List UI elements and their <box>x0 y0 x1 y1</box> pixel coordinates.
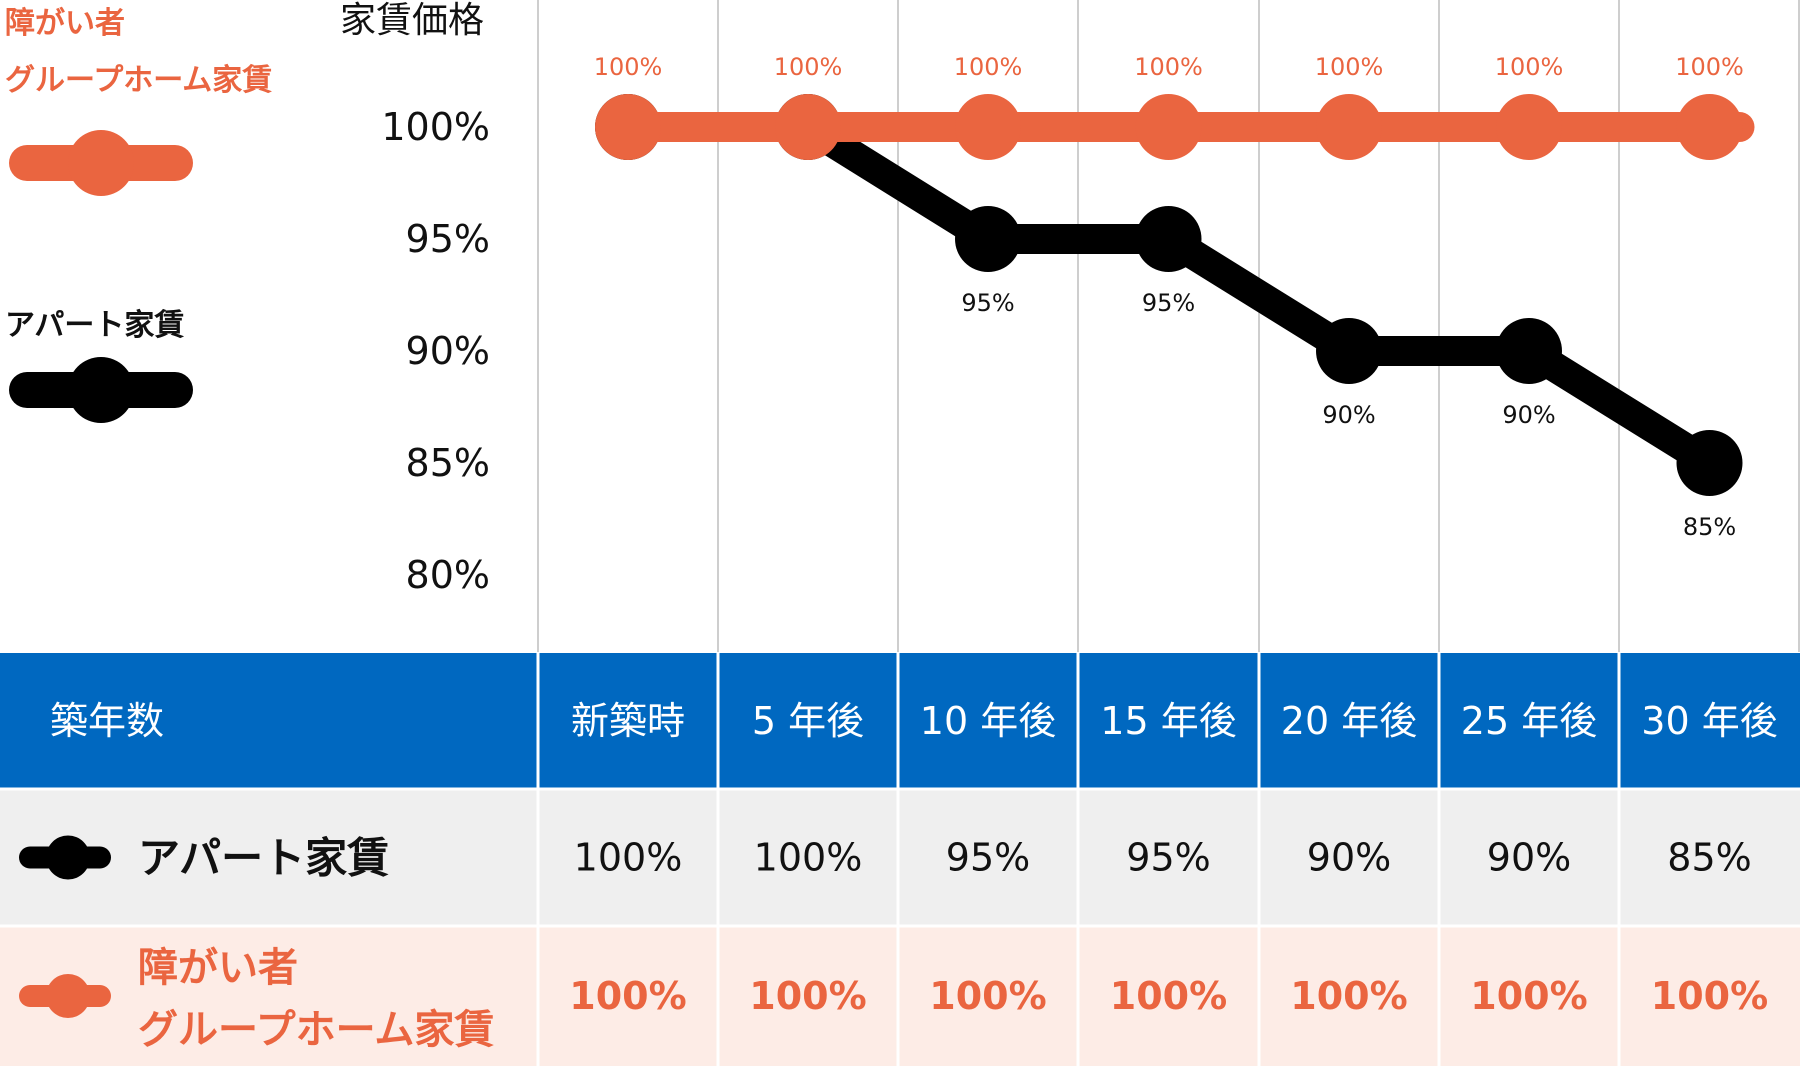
data-point <box>955 206 1021 272</box>
y-tick-label: 100% <box>381 105 490 149</box>
data-label: 95% <box>1142 289 1195 317</box>
data-point <box>1676 430 1743 496</box>
table-header-cell: 30 年後 <box>1641 699 1777 743</box>
data-label: 100% <box>1315 53 1384 81</box>
data-point <box>955 94 1021 160</box>
data-label: 100% <box>1134 53 1203 81</box>
data-table: 築年数 新築時 5 年後 10 年後 15 年後 20 年後 25 年後 30 年後アパート家… <box>0 653 1800 1066</box>
table-cell: 100% <box>574 836 683 880</box>
data-point <box>1135 206 1202 272</box>
y-tick-label: 85% <box>406 441 490 485</box>
data-label: 100% <box>594 53 663 81</box>
data-label: 100% <box>774 53 843 81</box>
legend-marker-symbol <box>68 357 134 423</box>
y-tick-label: 80% <box>406 553 490 597</box>
data-label: 90% <box>1502 401 1555 429</box>
series-lines: 95%95%90%90%85%100%100%100%100%100%100%1… <box>594 53 1755 541</box>
legend-item-1: アパート家賃 <box>5 308 193 423</box>
table-row: アパート家賃 100% 100% 95% 95% 90% 90% 85% <box>0 789 1800 926</box>
table-row-bg <box>0 789 1800 926</box>
data-point <box>775 94 841 160</box>
data-point <box>1316 318 1382 384</box>
table-cell: 95% <box>946 836 1030 880</box>
legend-label: グループホーム家賃 <box>5 63 272 98</box>
grid-lines <box>537 0 1800 652</box>
table-cell: 90% <box>1487 836 1571 880</box>
data-label: 85% <box>1683 513 1736 541</box>
data-point <box>1496 318 1562 384</box>
table-cell: 100% <box>749 974 866 1018</box>
y-tick-label: 95% <box>406 217 490 261</box>
table-cell: 100% <box>1110 974 1227 1018</box>
table-cell: 100% <box>569 974 686 1018</box>
table-header-cell: 20 年後 <box>1281 699 1417 743</box>
y-axis: 家賃価格 100% 95% 90% 85% 80% <box>340 0 490 597</box>
table-header-cell: 新築時 <box>571 699 685 743</box>
table-cell: 100% <box>754 836 863 880</box>
table-row-marker-symbol <box>46 835 90 880</box>
series-1: 95% 95% 90% 90% 85% <box>595 94 1743 541</box>
table-row-bg <box>0 926 1800 1066</box>
data-point <box>1676 94 1743 160</box>
data-point <box>595 94 661 160</box>
table-header-bg <box>0 653 1800 789</box>
table-row-label: アパート家賃 <box>138 834 389 883</box>
data-label: 90% <box>1322 401 1375 429</box>
data-label: 100% <box>954 53 1023 81</box>
table-header-cell: 10 年後 <box>920 699 1056 743</box>
legend-marker-symbol <box>68 130 134 196</box>
table-header-label: 築年数 <box>50 699 164 743</box>
legend-label: 障がい者 <box>5 6 125 41</box>
table-cell: 100% <box>1290 974 1407 1018</box>
data-label: 100% <box>1495 53 1564 81</box>
table-header-cell: 15 年後 <box>1100 699 1236 743</box>
table-row-marker-symbol <box>46 974 90 1018</box>
table-cell: 100% <box>929 974 1046 1018</box>
y-axis-title: 家賃価格 <box>340 0 484 41</box>
table-cell: 95% <box>1126 836 1210 880</box>
series-0: 100% 100% 100% 100% 100% 100% 100% <box>594 53 1755 160</box>
table-cell: 100% <box>1651 974 1768 1018</box>
data-label: 95% <box>961 289 1014 317</box>
table-borders <box>0 653 1800 1066</box>
table-header-cell: 25 年後 <box>1461 699 1597 743</box>
data-point <box>1496 94 1562 160</box>
table-cell: 100% <box>1470 974 1587 1018</box>
table-row-label: グループホーム家賃 <box>138 1007 494 1053</box>
data-label: 100% <box>1675 53 1744 81</box>
data-point <box>1135 94 1202 160</box>
table-cell: 90% <box>1307 836 1391 880</box>
table-header-cell: 5 年後 <box>752 699 864 743</box>
data-point <box>1316 94 1382 160</box>
table-row-label: 障がい者 <box>138 945 298 991</box>
table-cell: 85% <box>1667 836 1751 880</box>
y-tick-label: 90% <box>406 329 490 373</box>
legend-label: アパート家賃 <box>5 308 184 343</box>
